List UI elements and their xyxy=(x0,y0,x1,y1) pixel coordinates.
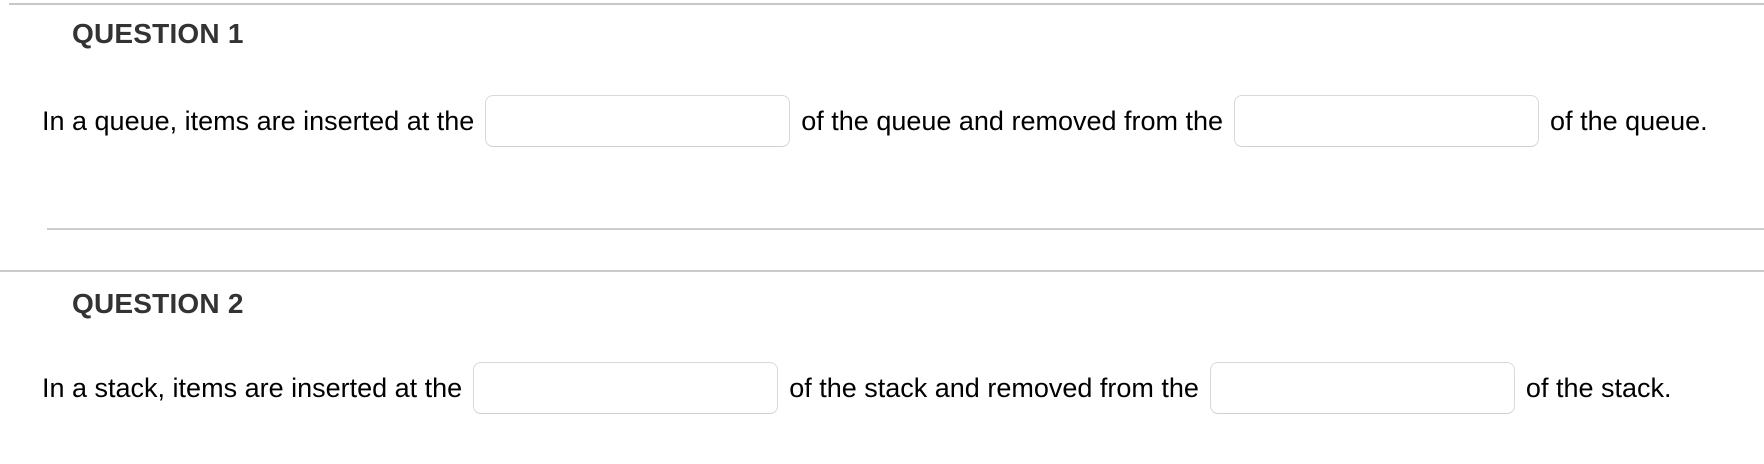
question-1-text-part-1: In a queue, items are inserted at the xyxy=(42,105,475,136)
question-1-bottom-divider xyxy=(47,228,1764,230)
question-2-heading: QUESTION 2 xyxy=(72,288,244,319)
question-separator-line xyxy=(0,270,1764,272)
question-2-blank-2[interactable] xyxy=(1209,362,1515,414)
question-1-sentence: In a queue, items are inserted at the of… xyxy=(42,95,1708,147)
question-2-text-part-3: of the stack. xyxy=(1525,372,1672,403)
question-2-text-part-1: In a stack, items are inserted at the xyxy=(42,372,463,403)
question-2-blank-1[interactable] xyxy=(473,362,779,414)
question-1-blank-2[interactable] xyxy=(1234,95,1540,147)
page-top-border xyxy=(9,3,1764,5)
question-1-blank-1[interactable] xyxy=(485,95,791,147)
question-1-text-part-2: of the queue and removed from the xyxy=(801,105,1224,136)
question-1-heading: QUESTION 1 xyxy=(72,18,244,49)
question-1-text-part-3: of the queue. xyxy=(1550,105,1708,136)
question-2-text-part-2: of the stack and removed from the xyxy=(789,372,1199,403)
question-2-sentence: In a stack, items are inserted at the of… xyxy=(42,362,1672,414)
